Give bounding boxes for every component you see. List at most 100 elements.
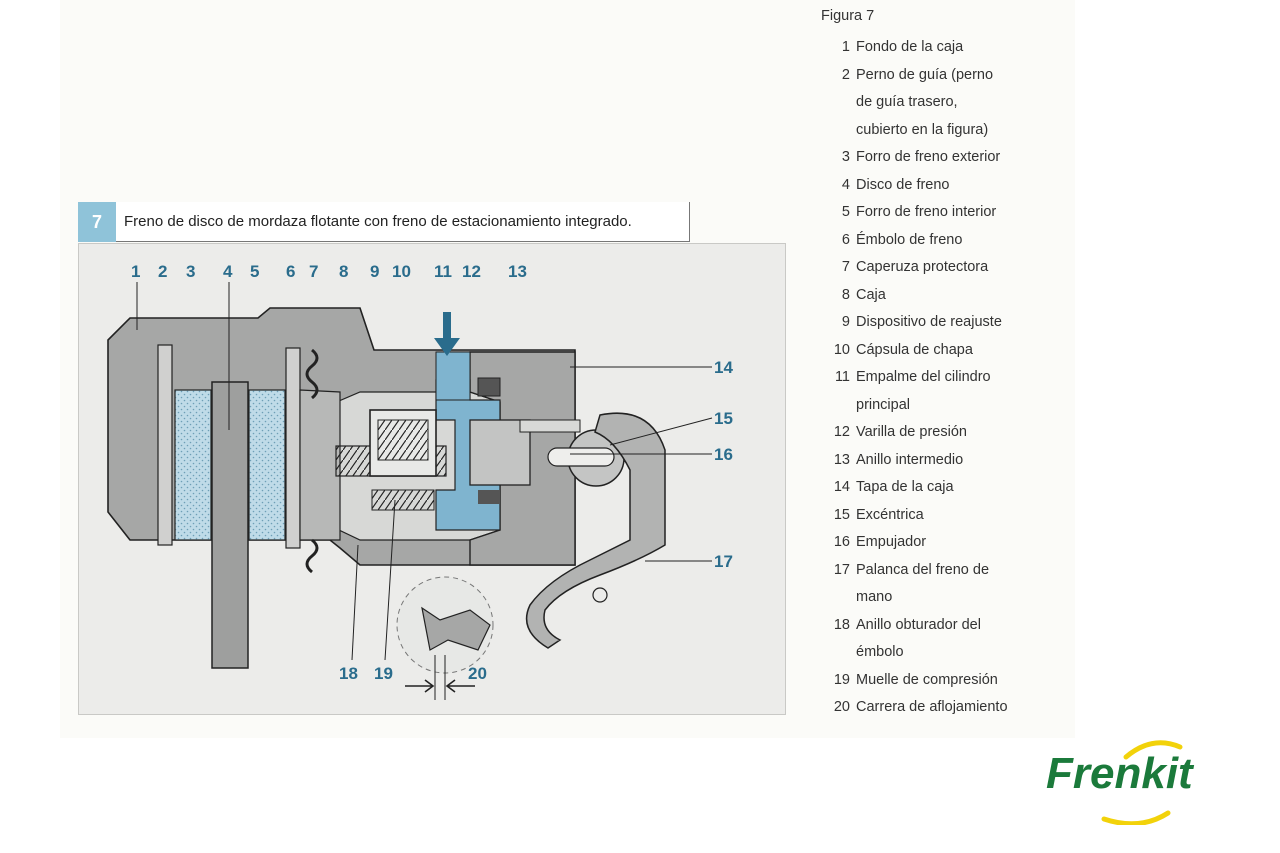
- legend-item-number: [818, 117, 856, 145]
- legend-item: cubierto en la figura): [818, 117, 1068, 145]
- legend-list: 1 Fondo de la caja 2 Perno de guía (perno de…: [818, 34, 1068, 722]
- legend-item-number: 12: [833, 424, 850, 440]
- legend-item-text: principal: [856, 396, 910, 413]
- callout-11: 11: [434, 262, 452, 281]
- legend-item-number: 4: [841, 176, 850, 193]
- callout-6: 6: [286, 262, 295, 281]
- compression-spring: [371, 489, 435, 511]
- legend-item-text: Fondo de la caja: [856, 39, 964, 55]
- legend-item-text: Palanca del freno de: [856, 561, 990, 578]
- legend-item-number: 2: [841, 66, 850, 83]
- pad-backing-plate: [285, 347, 301, 549]
- figure-caption-bar: 7 Freno de disco de mordaza flotante con…: [78, 202, 690, 242]
- legend-item: 20 Carrera de aflojamiento: [818, 694, 1068, 722]
- callout-2: 2: [158, 262, 167, 281]
- brake-disc: [211, 381, 249, 669]
- legend-item: 4 Disco de freno: [818, 172, 1068, 200]
- outer-brake-pad: [174, 389, 212, 541]
- legend-item-text: Caja: [856, 286, 886, 303]
- seal-ring-lower: [478, 490, 500, 504]
- legend-item-text: Carrera de aflojamiento: [856, 699, 1008, 715]
- callout-7: 7: [309, 262, 318, 281]
- lever-hole: [592, 587, 608, 603]
- legend-item-number: 3: [841, 149, 850, 165]
- figure-number: 7: [78, 202, 116, 242]
- legend-item: 1 Fondo de la caja: [818, 34, 1068, 62]
- legend-item-number: 11: [834, 369, 850, 385]
- legend-item-number: 19: [833, 671, 850, 688]
- logo-swoosh-icon: [1101, 740, 1183, 825]
- leader-15: [609, 417, 713, 446]
- callout-4: 4: [223, 262, 233, 281]
- legend-item-text: Dispositivo de reajuste: [856, 314, 1002, 330]
- capsule-spring: [377, 419, 429, 461]
- eccentric-slot: [547, 447, 615, 467]
- leader-19: [384, 499, 396, 661]
- leader-18: [351, 544, 359, 661]
- brake-piston: [299, 389, 341, 541]
- legend-item-number: 5: [841, 204, 850, 220]
- legend-item-text: Perno de guía (perno: [856, 66, 994, 83]
- legend-item: 16 Empujador: [818, 529, 1068, 557]
- legend-item-text: Empujador: [856, 534, 927, 550]
- travel-arrow-left: [405, 679, 435, 693]
- legend-item-text: mano: [856, 589, 893, 605]
- legend-item-number: 18: [833, 616, 850, 633]
- legend-item: émbolo: [818, 639, 1068, 667]
- legend-item-number: 15: [833, 506, 850, 523]
- legend-item: mano: [818, 584, 1068, 612]
- legend-item-text: Cápsula de chapa: [856, 341, 973, 358]
- logo-text: Frenkit: [1046, 749, 1193, 798]
- callout-18: 18: [339, 664, 358, 683]
- intermediate-ring: [477, 377, 501, 397]
- legend-item-text: émbolo: [856, 644, 904, 660]
- pressure-arrow: [434, 312, 460, 356]
- legend-item-number: 10: [833, 341, 850, 358]
- legend-item-number: [818, 89, 856, 117]
- legend-item-number: 7: [841, 259, 850, 275]
- legend-item-text: Tapa de la caja: [856, 479, 954, 495]
- master-cylinder-inlet: [435, 351, 471, 401]
- callout-20: 20: [468, 664, 487, 683]
- detail-section: [421, 606, 491, 651]
- legend-item: 17 Palanca del freno de: [818, 557, 1068, 585]
- legend-item-number: 9: [841, 314, 850, 330]
- legend-item-number: 20: [833, 699, 850, 715]
- legend-item-text: Émbolo de freno: [856, 231, 963, 248]
- legend-item-number: 1: [841, 39, 850, 55]
- legend-item-text: Forro de freno interior: [856, 204, 997, 220]
- figure-legend: Figura 7 1 Fondo de la caja 2 Perno de guía…: [818, 8, 1068, 722]
- callout-13: 13: [508, 262, 527, 281]
- callout-14: 14: [714, 358, 733, 377]
- legend-item-number: 16: [833, 534, 850, 550]
- legend-item-text: Anillo obturador del: [856, 616, 981, 633]
- legend-item-text: Forro de freno exterior: [856, 149, 1001, 165]
- legend-item-number: [818, 392, 856, 420]
- handbrake-lever: [525, 412, 666, 649]
- legend-item-number: [818, 639, 856, 667]
- callout-17: 17: [714, 552, 733, 571]
- guide-pin: [157, 344, 173, 546]
- legend-item-number: 17: [833, 561, 850, 578]
- legend-item: de guía trasero,: [818, 89, 1068, 117]
- legend-item-text: cubierto en la figura): [856, 121, 989, 138]
- figure-caption: Freno de disco de mordaza flotante con f…: [116, 202, 690, 242]
- legend-item-text: Empalme del cilindro: [856, 369, 991, 385]
- legend-item-text: Disco de freno: [856, 176, 950, 193]
- travel-arrow-right: [445, 679, 475, 693]
- callout-15: 15: [714, 409, 733, 428]
- legend-item: 18 Anillo obturador del: [818, 612, 1068, 640]
- legend-item-number: 13: [833, 451, 850, 468]
- callout-9: 9: [370, 262, 379, 281]
- legend-title: Figura 7: [821, 8, 875, 24]
- legend-item-text: Excéntrica: [856, 506, 924, 523]
- legend-item: 11 Empalme del cilindro: [818, 364, 1068, 392]
- callout-3: 3: [186, 262, 195, 281]
- legend-item: 15 Excéntrica: [818, 502, 1068, 530]
- legend-item: 5 Forro de freno interior: [818, 199, 1068, 227]
